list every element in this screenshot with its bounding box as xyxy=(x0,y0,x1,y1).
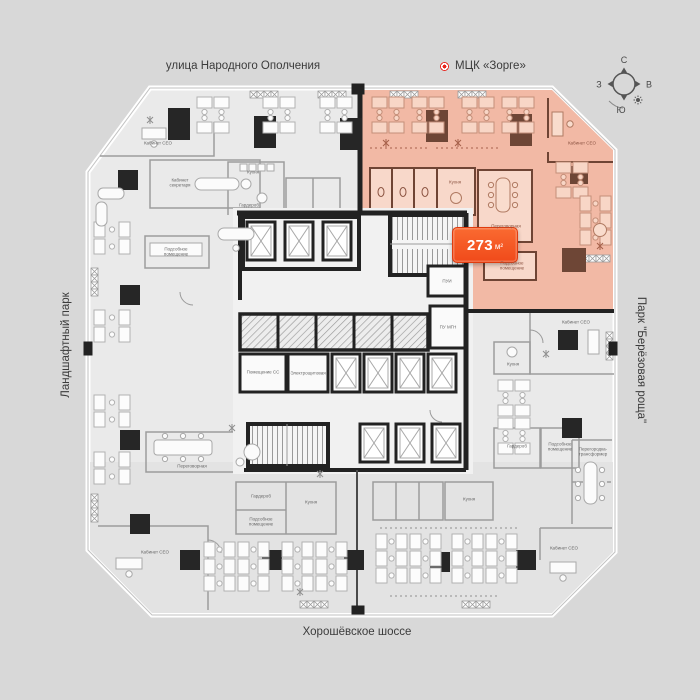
compass-north-pointer xyxy=(621,67,627,73)
compass-east: В xyxy=(646,80,652,90)
metro-dot-icon xyxy=(440,61,449,71)
room-pui xyxy=(426,264,468,298)
room-ss xyxy=(238,352,288,394)
elevator xyxy=(283,220,315,262)
plants xyxy=(146,115,604,597)
desk-cluster xyxy=(579,195,612,246)
park-label-right: Парк "Берёзовая роща" xyxy=(635,296,647,424)
area-value: 273 xyxy=(466,236,493,254)
compass-north: С xyxy=(621,55,628,65)
service-shafts xyxy=(238,312,430,352)
elevator xyxy=(358,422,390,464)
desk-cluster xyxy=(203,541,236,592)
metro-station: МЦК «Зорге» xyxy=(440,60,526,72)
area-unit: м² xyxy=(494,241,504,251)
elevator xyxy=(426,352,458,394)
elevator xyxy=(362,352,394,394)
desk-cluster xyxy=(281,541,314,592)
compass: С В Ю З xyxy=(596,55,652,115)
sun-icon xyxy=(633,95,643,105)
area-badge[interactable]: 273 м² xyxy=(452,227,518,263)
desk-cluster xyxy=(237,541,270,592)
compass-west: З xyxy=(596,80,601,90)
furniture xyxy=(95,111,607,582)
elevator xyxy=(245,220,277,262)
room-electrical xyxy=(286,352,330,394)
park-label-left: Ландшафтный парк xyxy=(60,292,72,398)
desk-cluster xyxy=(375,533,408,584)
elevator xyxy=(394,352,426,394)
room-pu-mgn xyxy=(428,304,468,350)
building-outline-line xyxy=(87,87,616,616)
desk-cluster xyxy=(485,533,518,584)
compass-south: Ю xyxy=(616,105,625,115)
desk-cluster xyxy=(451,533,484,584)
street-label-bottom: Хорошёвское шоссе xyxy=(302,626,412,638)
elevator xyxy=(321,220,353,262)
desk-cluster xyxy=(409,533,442,584)
building-core xyxy=(238,213,468,468)
staircase xyxy=(246,422,330,468)
south-zone xyxy=(90,462,613,613)
elevator xyxy=(394,422,426,464)
elevator xyxy=(430,422,462,464)
interior-walls xyxy=(98,122,614,610)
street-label-top: улица Народного Ополчения xyxy=(165,60,321,72)
elevator xyxy=(330,352,362,394)
desk-cluster xyxy=(315,541,348,592)
metro-label: МЦК «Зорге» xyxy=(455,60,526,72)
